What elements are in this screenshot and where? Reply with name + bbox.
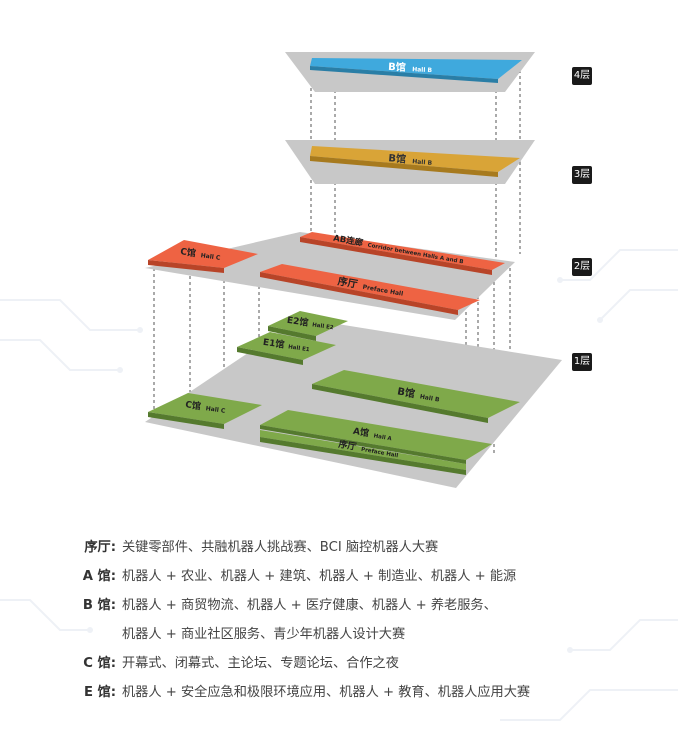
svg-text:C馆 Hall C: C馆 Hall C	[180, 245, 222, 263]
hall-e1-label-en: Hall E1	[288, 344, 310, 353]
hall-b1-label-en: Hall B	[419, 393, 440, 403]
hall-c1-platform[interactable]	[148, 393, 262, 424]
hall-b1-platform[interactable]	[312, 370, 520, 418]
svg-text:A馆 Hall A: A馆 Hall A	[352, 425, 394, 444]
hall-pre2-platform[interactable]	[260, 264, 480, 310]
legend-value: 关键零部件、共融机器人挑战赛、BCI 脑控机器人大赛	[122, 540, 439, 555]
hall-ab-label: AB连廊	[332, 233, 364, 249]
hall-pre2-label: 序厅	[337, 274, 359, 290]
legend-key: 序厅:	[84, 540, 116, 555]
svg-text:B馆 Hall B: B馆 Hall B	[396, 384, 441, 404]
hall-c2-label-en: Hall C	[200, 252, 221, 262]
hall-c2-label: C馆	[180, 245, 197, 259]
legend-row: A 馆: 机器人 + 农业、机器人 + 建筑、机器人 + 制造业、机器人 + 能…	[66, 565, 666, 594]
legend-row: E 馆: 机器人 + 安全应急和极限环境应用、机器人 + 教育、机器人应用大赛	[66, 681, 666, 710]
svg-text:C馆 Hall C: C馆 Hall C	[185, 398, 227, 416]
hall-a1-label: A馆	[352, 425, 370, 440]
floor-3-tag: 3层	[572, 166, 592, 184]
hall-pre1-platform[interactable]	[260, 430, 466, 470]
hall-e1-label: E1馆	[262, 336, 285, 351]
legend-key: A 馆:	[82, 569, 116, 584]
hall-legend: 序厅: 关键零部件、共融机器人挑战赛、BCI 脑控机器人大赛 A 馆: 机器人 …	[66, 536, 666, 710]
floor-plan-diagram: B馆 Hall B B馆 Hall B C馆 Hall C AB连廊 Corri…	[145, 52, 592, 488]
legend-value: 开幕式、闭幕式、主论坛、专题论坛、合作之夜	[122, 656, 399, 671]
floor-1-tag: 1层	[572, 353, 592, 371]
floor-plan-svg: B馆 Hall B B馆 Hall B C馆 Hall C AB连廊 Corri…	[145, 52, 562, 488]
legend-key: C 馆:	[83, 656, 116, 671]
hall-e2-label-en: Hall E2	[312, 322, 334, 331]
legend-value: 机器人 + 安全应急和极限环境应用、机器人 + 教育、机器人应用大赛	[122, 685, 531, 700]
legend-row: 序厅: 关键零部件、共融机器人挑战赛、BCI 脑控机器人大赛	[66, 536, 666, 565]
svg-text:E1馆 Hall E1: E1馆 Hall E1	[262, 336, 311, 354]
svg-text:E2馆 Hall E2: E2馆 Hall E2	[286, 314, 335, 332]
floor-2-tag: 2层	[572, 258, 592, 276]
svg-text:B馆 Hall B: B馆 Hall B	[388, 151, 433, 168]
hall-a1-label-en: Hall A	[373, 433, 393, 442]
hall-b4-platform[interactable]	[310, 58, 522, 79]
hall-b3-label-en: Hall B	[412, 158, 433, 167]
svg-text:B馆 Hall B: B馆 Hall B	[388, 60, 433, 75]
hall-c1-label: C馆	[185, 398, 202, 412]
hall-c1-label-en: Hall C	[205, 405, 226, 415]
floor-4-tag: 4层	[572, 67, 592, 85]
hall-b4-label: B馆	[388, 60, 406, 74]
legend-row: B 馆: 机器人 + 商贸物流、机器人 + 医疗健康、机器人 + 养老服务、	[66, 594, 666, 623]
legend-key: E 馆:	[83, 685, 116, 700]
legend-value: 机器人 + 商业社区服务、青少年机器人设计大赛	[122, 627, 406, 642]
legend-key: B 馆:	[82, 598, 116, 613]
hall-b3-platform[interactable]	[310, 146, 520, 172]
hall-e2-platform[interactable]	[268, 311, 348, 336]
hall-a1-platform[interactable]	[260, 410, 492, 460]
hall-e2-label: E2馆	[286, 314, 309, 329]
legend-row: 机器人 + 商业社区服务、青少年机器人设计大赛	[66, 623, 666, 652]
hall-b4-label-en: Hall B	[412, 66, 433, 74]
hall-ab-platform[interactable]	[300, 232, 505, 270]
hall-b1-label: B馆	[396, 384, 416, 400]
legend-value: 机器人 + 商贸物流、机器人 + 医疗健康、机器人 + 养老服务、	[122, 598, 497, 613]
hall-b3-label: B馆	[388, 151, 407, 165]
hall-c2-platform[interactable]	[148, 240, 258, 268]
hall-pre1-label: 序厅	[338, 438, 358, 453]
legend-row: C 馆: 开幕式、闭幕式、主论坛、专题论坛、合作之夜	[66, 652, 666, 681]
hall-e1-platform[interactable]	[237, 332, 336, 360]
legend-value: 机器人 + 农业、机器人 + 建筑、机器人 + 制造业、机器人 + 能源	[122, 569, 517, 584]
